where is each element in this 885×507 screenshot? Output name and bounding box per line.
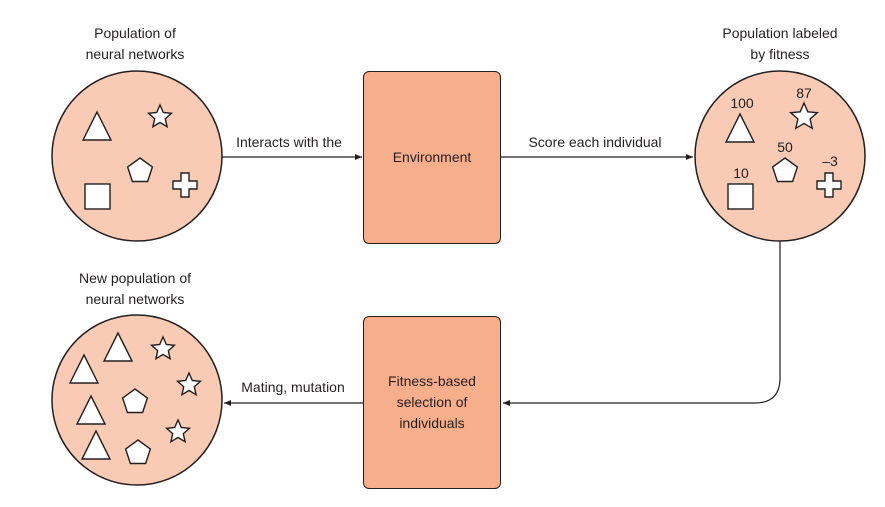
- fitness-value-pentagon: 50: [777, 139, 793, 155]
- fitness-value-star: 87: [796, 85, 812, 101]
- fitness-value-triangle: 100: [730, 95, 754, 111]
- star-icon: [164, 418, 192, 444]
- star-icon: [175, 371, 203, 397]
- fitness-value-cross: –3: [822, 153, 838, 169]
- pentagon-icon: [126, 157, 154, 183]
- selection-connector-arrow: [503, 241, 781, 406]
- triangle-icon: [80, 429, 112, 460]
- labeled-population-label: Population labeled by fitness: [722, 25, 838, 62]
- initial-population-circle: [51, 70, 223, 242]
- fitness-value-square: 10: [733, 165, 749, 181]
- labeled-population-circle: [694, 70, 866, 242]
- pentagon-icon: [771, 157, 799, 183]
- score-label: Score each individual: [528, 134, 661, 150]
- interacts-label: Interacts with the: [236, 134, 342, 150]
- pentagon-icon: [121, 388, 149, 414]
- star-icon: [149, 335, 177, 361]
- square-icon: [84, 183, 111, 210]
- cross-icon: [816, 172, 842, 198]
- triangle-icon: [102, 331, 134, 362]
- mating-label: Mating, mutation: [241, 379, 345, 395]
- pentagon-icon: [124, 439, 152, 465]
- initial-population-label: Population of neural networks: [85, 25, 185, 62]
- selection-box: Fitness-based selection of individuals: [363, 316, 501, 489]
- new-population-label: New population of neural networks: [78, 270, 192, 307]
- star-icon: [146, 103, 174, 129]
- environment-label: Environment: [392, 149, 472, 165]
- triangle-icon: [724, 112, 756, 143]
- triangle-icon: [68, 353, 100, 384]
- star-icon: [789, 101, 819, 130]
- cross-icon: [172, 172, 198, 198]
- selection-label: Fitness-based selection of individuals: [388, 373, 476, 431]
- environment-box: Environment: [363, 71, 501, 244]
- triangle-icon: [81, 110, 113, 141]
- square-icon: [727, 183, 754, 210]
- triangle-icon: [75, 394, 107, 425]
